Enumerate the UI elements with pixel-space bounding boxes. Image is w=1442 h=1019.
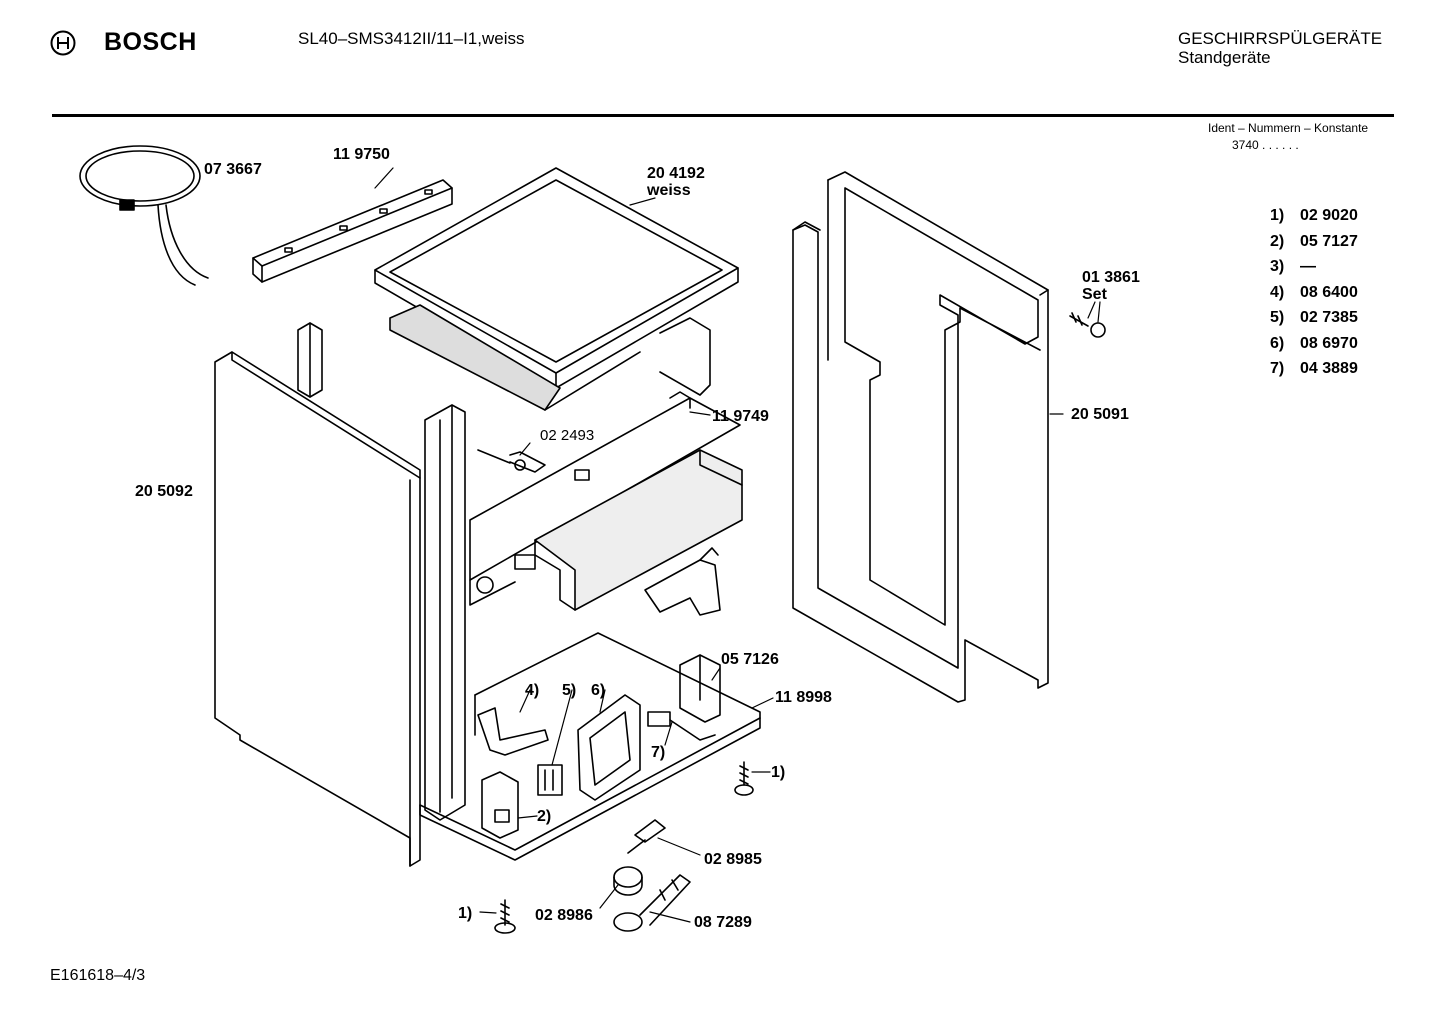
label-worktop: 20 4192 weiss bbox=[647, 165, 705, 199]
label-bracket: 05 7126 bbox=[721, 651, 779, 668]
legend-num: 2) bbox=[1270, 232, 1285, 250]
legend-row: 1) 02 9020 bbox=[1270, 207, 1358, 233]
label-screw-set-text: Set bbox=[1082, 286, 1107, 303]
legend-row: 5) 02 7385 bbox=[1270, 309, 1358, 335]
header-divider bbox=[52, 114, 1394, 117]
foot-right-icon bbox=[735, 762, 753, 795]
legend-num: 5) bbox=[1270, 309, 1285, 326]
category-line-1: GESCHIRRSPÜLGERÄTE bbox=[1178, 29, 1383, 48]
hose-part-icon bbox=[478, 708, 548, 755]
frame-part-icon bbox=[578, 695, 640, 800]
label-base: 11 8998 bbox=[775, 689, 832, 706]
legend-part: 08 6400 bbox=[1300, 283, 1358, 301]
label-switch: 02 8985 bbox=[704, 851, 762, 868]
float-holder-icon bbox=[614, 875, 690, 931]
label-callout-5: 5) bbox=[562, 682, 577, 699]
label-callout-6: 6) bbox=[591, 682, 606, 699]
legend-part: 02 7385 bbox=[1300, 309, 1358, 326]
base-tub-icon bbox=[420, 633, 760, 860]
foot-left-icon bbox=[495, 900, 515, 933]
label-side-left: 20 5092 bbox=[135, 483, 193, 500]
label-screw-set-number: 01 3861 bbox=[1082, 269, 1140, 286]
top-rail-icon bbox=[253, 180, 452, 282]
side-panel-left-icon bbox=[215, 352, 420, 866]
door-frame-icon bbox=[425, 405, 465, 820]
legend-num: 1) bbox=[1270, 207, 1285, 224]
label-float: 02 8986 bbox=[535, 907, 593, 924]
label-cable: 07 3667 bbox=[204, 161, 262, 178]
label-side-right: 20 5091 bbox=[1071, 406, 1129, 423]
bosch-logo-icon bbox=[50, 30, 76, 56]
label-float-holder: 08 7289 bbox=[694, 914, 752, 931]
leader-lines bbox=[375, 168, 1100, 922]
legend-num: 7) bbox=[1270, 360, 1285, 377]
float-icon bbox=[614, 867, 642, 895]
legend-num: 6) bbox=[1270, 334, 1285, 352]
legend-part: 04 3889 bbox=[1300, 360, 1358, 377]
label-screw-set: 01 3861 Set bbox=[1082, 269, 1140, 303]
connector-part-icon bbox=[538, 765, 562, 795]
category-line-2: Standgeräte bbox=[1178, 48, 1271, 67]
power-cable-icon bbox=[80, 146, 208, 285]
bracket-icon bbox=[680, 655, 720, 722]
legend-row: 4) 08 6400 bbox=[1270, 284, 1358, 310]
side-panel-right-icon bbox=[793, 172, 1048, 702]
label-worktop-color: weiss bbox=[647, 182, 691, 199]
label-worktop-number: 20 4192 bbox=[647, 165, 705, 182]
switch-icon bbox=[628, 820, 665, 853]
label-rail-top: 11 9750 bbox=[333, 146, 390, 163]
worktop-insulation-icon bbox=[390, 305, 710, 410]
legend-num: 4) bbox=[1270, 283, 1285, 301]
category-heading: GESCHIRRSPÜLGERÄTE Standgeräte bbox=[1178, 29, 1382, 67]
legend-part: 08 6970 bbox=[1300, 334, 1358, 352]
legend-num: 3) bbox=[1270, 258, 1285, 275]
legend-part: 02 9020 bbox=[1300, 207, 1358, 224]
legend-row: 7) 04 3889 bbox=[1270, 360, 1358, 386]
brand-name: BOSCH bbox=[104, 28, 197, 56]
label-callout-7: 7) bbox=[651, 744, 666, 761]
ident-title: Ident – Nummern – Konstante bbox=[1208, 121, 1369, 135]
legend-row: 3) — bbox=[1270, 258, 1358, 284]
air-duct-icon bbox=[515, 450, 742, 615]
worktop-icon bbox=[375, 168, 738, 388]
legend-row: 2) 05 7127 bbox=[1270, 233, 1358, 259]
front-rail-icon bbox=[470, 392, 740, 605]
capacitor-part-icon bbox=[648, 712, 715, 740]
label-clamp: 02 2493 bbox=[540, 427, 595, 444]
legend-row: 6) 08 6970 bbox=[1270, 335, 1358, 361]
label-rail-front: 11 9749 bbox=[712, 408, 769, 425]
ident-value: 3740 . . . . . . bbox=[1232, 138, 1299, 152]
label-callout-2: 2) bbox=[537, 808, 552, 825]
clamp-icon bbox=[478, 450, 545, 472]
legend-part: 05 7127 bbox=[1300, 232, 1358, 250]
screw-set-icon bbox=[1070, 313, 1105, 337]
parts-legend: 1) 02 9020 2) 05 7127 3) — 4) 08 6400 5) 02 7… bbox=[1270, 207, 1358, 386]
model-title: SL40–SMS3412II/11–I1,weiss bbox=[298, 29, 525, 48]
label-foot-left: 1) bbox=[458, 905, 473, 922]
drawing-code: E161618–4/3 bbox=[50, 967, 146, 984]
legend-part: — bbox=[1300, 258, 1316, 275]
pump-holder-icon bbox=[482, 772, 518, 838]
side-rail-icon bbox=[298, 323, 322, 397]
label-foot-right: 1) bbox=[771, 764, 786, 781]
label-callout-4: 4) bbox=[525, 682, 540, 699]
